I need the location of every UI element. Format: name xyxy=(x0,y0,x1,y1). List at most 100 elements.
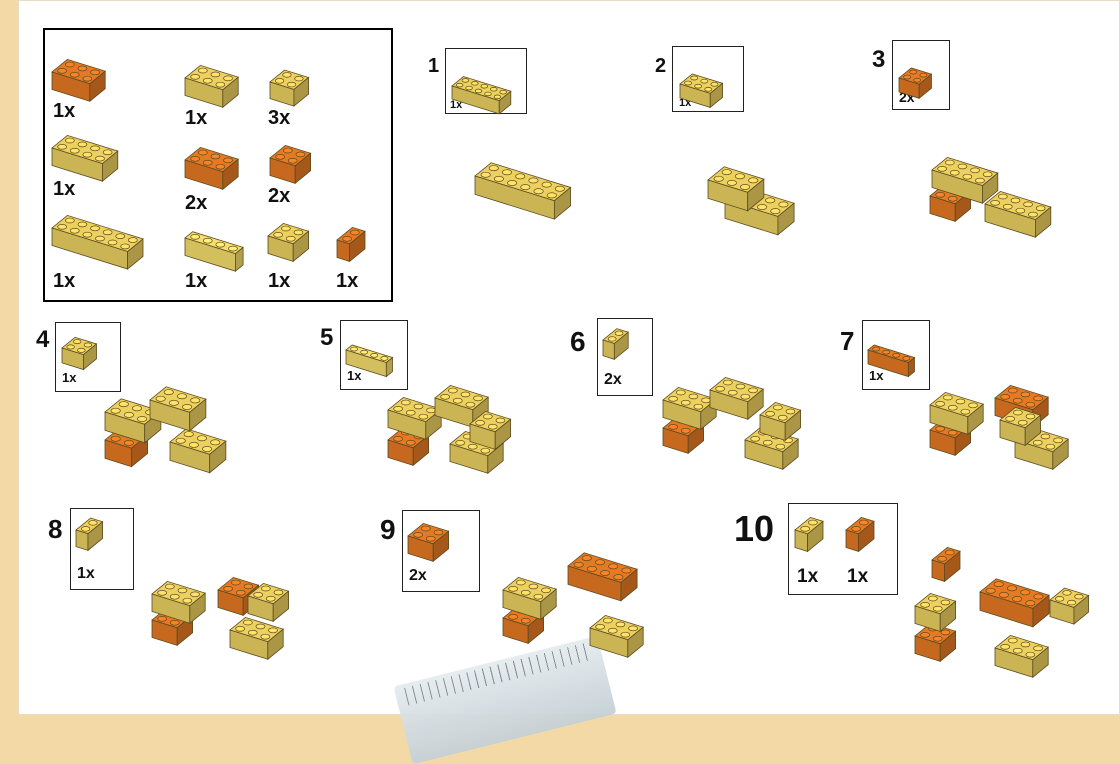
brick-stud xyxy=(515,174,524,179)
brick-stud xyxy=(1033,440,1042,445)
brick-stud xyxy=(78,222,87,227)
brick-stud xyxy=(933,606,942,611)
brick-stud xyxy=(502,170,511,175)
brick-stud xyxy=(685,81,692,85)
brick-stud xyxy=(121,244,130,249)
brick-stud xyxy=(248,630,257,635)
brick-stud xyxy=(274,232,283,237)
brick-stud xyxy=(921,602,930,607)
brick-stud xyxy=(542,588,551,593)
brick-stud xyxy=(78,66,87,71)
brick-stud xyxy=(999,592,1008,597)
brick-stud xyxy=(975,178,984,183)
brick-stud xyxy=(608,337,616,341)
brick-stud xyxy=(766,411,775,416)
brick-stud xyxy=(1021,392,1030,397)
brick-stud xyxy=(873,347,880,351)
brick-stud xyxy=(466,86,473,90)
brick-stud xyxy=(91,226,100,231)
brick-front xyxy=(76,530,88,550)
brick-stud xyxy=(481,172,490,177)
brick-stud xyxy=(406,410,415,415)
brick-stud xyxy=(1034,646,1043,651)
brick-stud xyxy=(903,356,910,360)
brick-stud xyxy=(945,550,954,555)
brick-stud xyxy=(132,406,141,411)
brick-stud xyxy=(95,236,104,241)
brick-stud xyxy=(485,92,492,96)
brick-stud xyxy=(191,592,200,597)
brick-stud xyxy=(595,560,604,565)
brick-stud xyxy=(521,185,530,190)
brick-front xyxy=(846,530,859,551)
brick-stud xyxy=(103,150,112,155)
brick-stud xyxy=(406,440,415,445)
brick-stud xyxy=(801,526,810,531)
brick-stud xyxy=(111,436,120,441)
brick-stud xyxy=(702,398,711,403)
brick-stud xyxy=(621,632,630,637)
brick-stud xyxy=(547,193,556,198)
brick-stud xyxy=(158,590,167,595)
brick-stud xyxy=(236,590,245,595)
brick-stud xyxy=(414,532,423,537)
brick-stud xyxy=(216,82,225,87)
brick-stud xyxy=(203,78,212,83)
brick-stud xyxy=(808,520,817,525)
brick-stud xyxy=(65,62,74,67)
brick-stud xyxy=(295,76,304,81)
brick-stud xyxy=(58,68,67,73)
brick-stud xyxy=(705,87,712,91)
brick-stud xyxy=(608,628,617,633)
brick-stud xyxy=(735,174,744,179)
brick-stud xyxy=(476,420,485,425)
brick-stud xyxy=(749,388,758,393)
brick-front xyxy=(795,530,808,551)
brick-stud xyxy=(600,570,609,575)
brick-stud xyxy=(287,82,296,87)
brick-stud xyxy=(529,584,538,589)
brick-stud xyxy=(778,415,787,420)
brick-stud xyxy=(474,396,483,401)
brick-stud xyxy=(198,68,207,73)
brick-stud xyxy=(58,224,67,229)
brick-stud xyxy=(95,156,104,161)
brick-stud xyxy=(456,440,465,445)
brick-stud xyxy=(948,405,957,410)
brick-stud xyxy=(182,404,191,409)
brick-stud xyxy=(1034,396,1043,401)
brick-stud xyxy=(751,436,760,441)
brick-stud xyxy=(748,178,757,183)
brick-stud xyxy=(614,575,623,580)
brick-stud xyxy=(516,580,525,585)
brick-stud xyxy=(1026,402,1035,407)
brick-stud xyxy=(170,594,179,599)
brick-stud xyxy=(401,400,410,405)
brick-stud xyxy=(691,76,698,80)
brick-stud xyxy=(496,418,505,423)
brick-stud xyxy=(224,76,233,81)
brick-stud xyxy=(1041,434,1050,439)
brick-stud xyxy=(177,394,186,399)
brick-stud xyxy=(124,440,133,445)
brick-stud xyxy=(191,156,200,161)
brick-stud xyxy=(211,72,220,77)
brick-stud xyxy=(119,402,128,407)
brick-stud xyxy=(184,432,193,437)
brick-stud xyxy=(274,590,283,595)
brick-stud xyxy=(70,148,79,153)
brick-stud xyxy=(137,416,146,421)
brick-stud xyxy=(462,79,469,83)
brick-illustrations xyxy=(0,0,1120,715)
brick-stud xyxy=(669,424,678,429)
brick-stud xyxy=(481,448,490,453)
brick-stud xyxy=(936,426,945,431)
brick-stud xyxy=(1018,420,1027,425)
brick-stud xyxy=(83,232,92,237)
brick-stud xyxy=(70,228,79,233)
brick-stud xyxy=(176,438,185,443)
brick-stud xyxy=(191,74,200,79)
brick-stud xyxy=(509,586,518,591)
brick-stud xyxy=(779,202,788,207)
brick-stud xyxy=(203,160,212,165)
